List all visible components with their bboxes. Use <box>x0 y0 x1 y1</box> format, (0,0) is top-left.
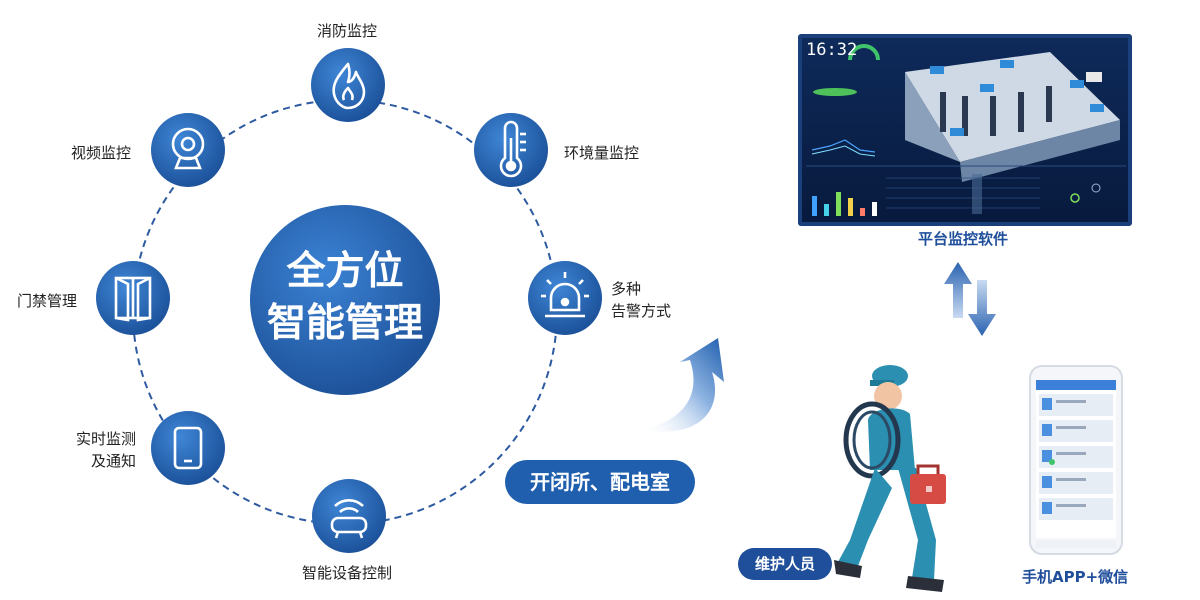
thermometer-icon <box>499 120 526 178</box>
label-realtime-line1: 实时监测 <box>76 430 137 448</box>
platform-caption: 平台监控软件 <box>918 230 1009 248</box>
mobile-caption: 手机APP+微信 <box>1022 568 1129 586</box>
label-door: 门禁管理 <box>17 292 78 310</box>
label-alarm: 多种 告警方式 <box>611 278 671 322</box>
label-fire: 消防监控 <box>317 22 378 40</box>
label-realtime: 实时监测 及通知 <box>76 428 136 472</box>
platform-screen <box>798 34 1132 226</box>
maintenance-pill: 维护人员 <box>738 548 832 580</box>
phone-icon <box>173 426 203 470</box>
label-realtime-line2: 及通知 <box>91 452 137 470</box>
maintenance-worker <box>834 365 946 592</box>
flame-icon <box>332 62 366 110</box>
curved-arrow <box>640 338 724 432</box>
room-pill: 开闭所、配电室 <box>505 460 695 504</box>
center-title-line1: 全方位 <box>286 249 404 294</box>
label-env: 环境量监控 <box>564 144 640 162</box>
center-title-line2: 智能管理 <box>266 301 423 346</box>
center-circle <box>250 205 440 395</box>
label-alarm-line1: 多种 <box>611 280 642 298</box>
camera-icon <box>171 127 205 170</box>
mobile-phone <box>1029 365 1123 555</box>
node-realtime <box>151 411 225 485</box>
label-smart: 智能设备控制 <box>302 564 393 582</box>
label-video: 视频监控 <box>71 144 132 162</box>
node-smart <box>312 479 386 553</box>
siren-icon <box>541 272 589 318</box>
node-fire <box>311 48 385 122</box>
smart-device-icon <box>330 499 368 539</box>
center-title: 全方位 智能管理 <box>245 246 445 350</box>
door-icon <box>114 276 152 322</box>
screen-clock: 16:32 <box>806 40 858 60</box>
sync-arrows <box>944 262 996 336</box>
label-alarm-line2: 告警方式 <box>611 302 672 320</box>
